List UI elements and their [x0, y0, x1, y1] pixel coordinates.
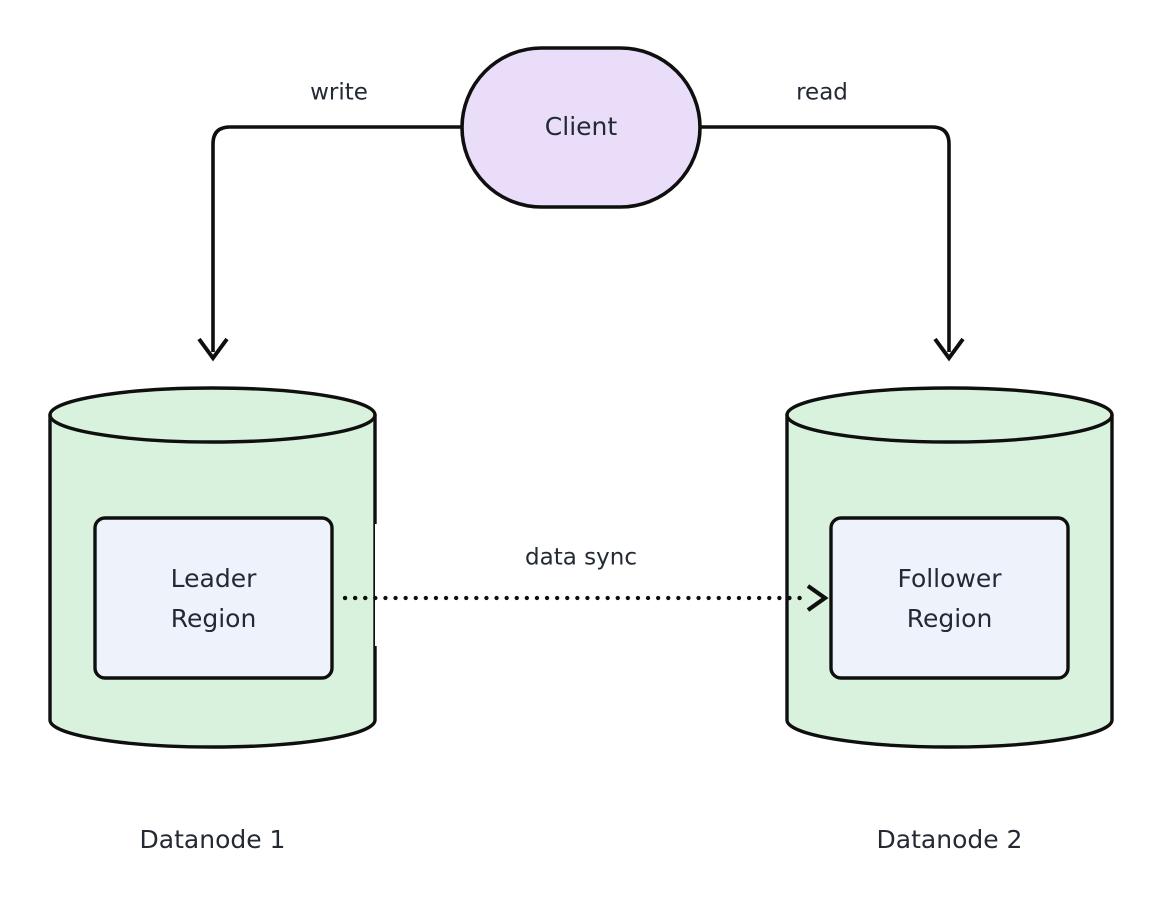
follower-region-box[interactable]: Follower Region: [829, 516, 1070, 680]
read-label: read: [796, 80, 848, 106]
datanode-1-cylinder-outline: [48, 413, 377, 749]
read-label-bg: [784, 76, 860, 108]
datanode-1-cylinder-top-edge: [48, 386, 377, 444]
write-label-bg: [298, 76, 380, 108]
follower-region-label-line2: Region: [907, 604, 993, 633]
node-client[interactable]: Client: [460, 46, 702, 209]
datanode-1-cylinder-top-fill: [50, 388, 375, 442]
data-sync-label-bg: [375, 524, 778, 646]
edge-read: [700, 125, 965, 362]
write-edge-path: [211, 125, 462, 352]
read-edge-path: [700, 125, 951, 352]
read-arrow-head: [933, 337, 965, 362]
data-sync-line-overlay: [342, 584, 829, 612]
write-arrow-head: [197, 337, 229, 362]
edge-label-read: read: [784, 76, 860, 108]
write-label: write: [310, 80, 368, 106]
client-shape: [460, 46, 702, 209]
datanode-2-caption: Datanode 2: [877, 825, 1023, 854]
datanode-2-cylinder-top-fill: [787, 388, 1112, 442]
node-datanode-2[interactable]: Follower Region: [785, 386, 1114, 749]
leader-region-label-line1: Leader: [171, 564, 257, 593]
leader-region-label-line2: Region: [171, 604, 257, 633]
datanode-2-cylinder-top-edge: [785, 386, 1114, 444]
edge-write: [197, 125, 462, 362]
leader-region-rect: [93, 516, 334, 680]
edge-label-write: write: [298, 76, 380, 108]
edge-label-data-sync: data sync: [375, 524, 778, 646]
datanode-2-cylinder-outline: [785, 413, 1114, 749]
follower-region-rect: [829, 516, 1070, 680]
data-sync-label: data sync: [525, 545, 637, 571]
node-datanode-1[interactable]: Leader Region: [48, 386, 377, 749]
datanode-1-caption: Datanode 1: [140, 825, 286, 854]
data-sync-arrow-head-overlay: [806, 584, 829, 612]
follower-region-label-line1: Follower: [897, 564, 1002, 593]
leader-region-box[interactable]: Leader Region: [93, 516, 334, 680]
client-label: Client: [545, 112, 618, 141]
